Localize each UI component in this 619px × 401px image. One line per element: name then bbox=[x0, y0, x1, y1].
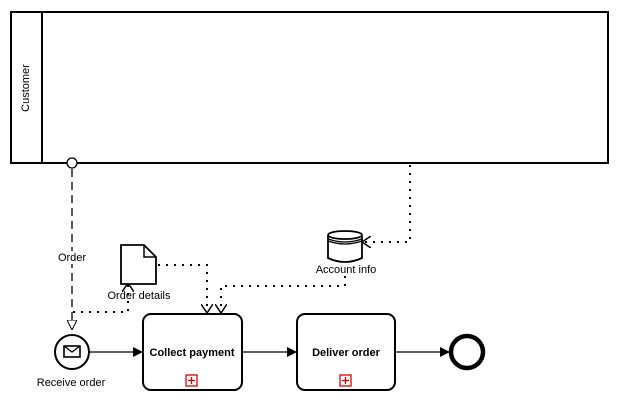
data-association-pool-account[interactable] bbox=[362, 165, 411, 242]
customer-pool[interactable] bbox=[10, 11, 609, 164]
subprocess-expand-icon[interactable] bbox=[185, 374, 198, 387]
start-event-receive-order[interactable] bbox=[54, 334, 90, 370]
data-store-account-info[interactable] bbox=[327, 230, 363, 263]
message-flow-order[interactable] bbox=[66, 157, 78, 329]
task-label: Collect payment bbox=[150, 347, 235, 359]
task-label: Deliver order bbox=[312, 347, 381, 359]
data-object-label: Order details bbox=[108, 290, 171, 302]
envelope-icon bbox=[63, 345, 81, 358]
task-collect-payment[interactable] bbox=[142, 313, 243, 391]
start-event-label: Receive order bbox=[37, 377, 106, 389]
subprocess-expand-icon[interactable] bbox=[339, 374, 352, 387]
data-association-order-details[interactable] bbox=[158, 264, 207, 313]
task-deliver-order[interactable] bbox=[296, 313, 396, 391]
data-object-order-details[interactable] bbox=[120, 244, 157, 285]
data-store-label: Account info bbox=[316, 264, 377, 276]
data-association-account-info[interactable] bbox=[221, 276, 346, 313]
end-event[interactable] bbox=[448, 333, 486, 371]
message-flow-label: Order bbox=[58, 252, 86, 264]
pool-label: Customer bbox=[20, 64, 32, 112]
order-label-bg bbox=[55, 251, 89, 264]
